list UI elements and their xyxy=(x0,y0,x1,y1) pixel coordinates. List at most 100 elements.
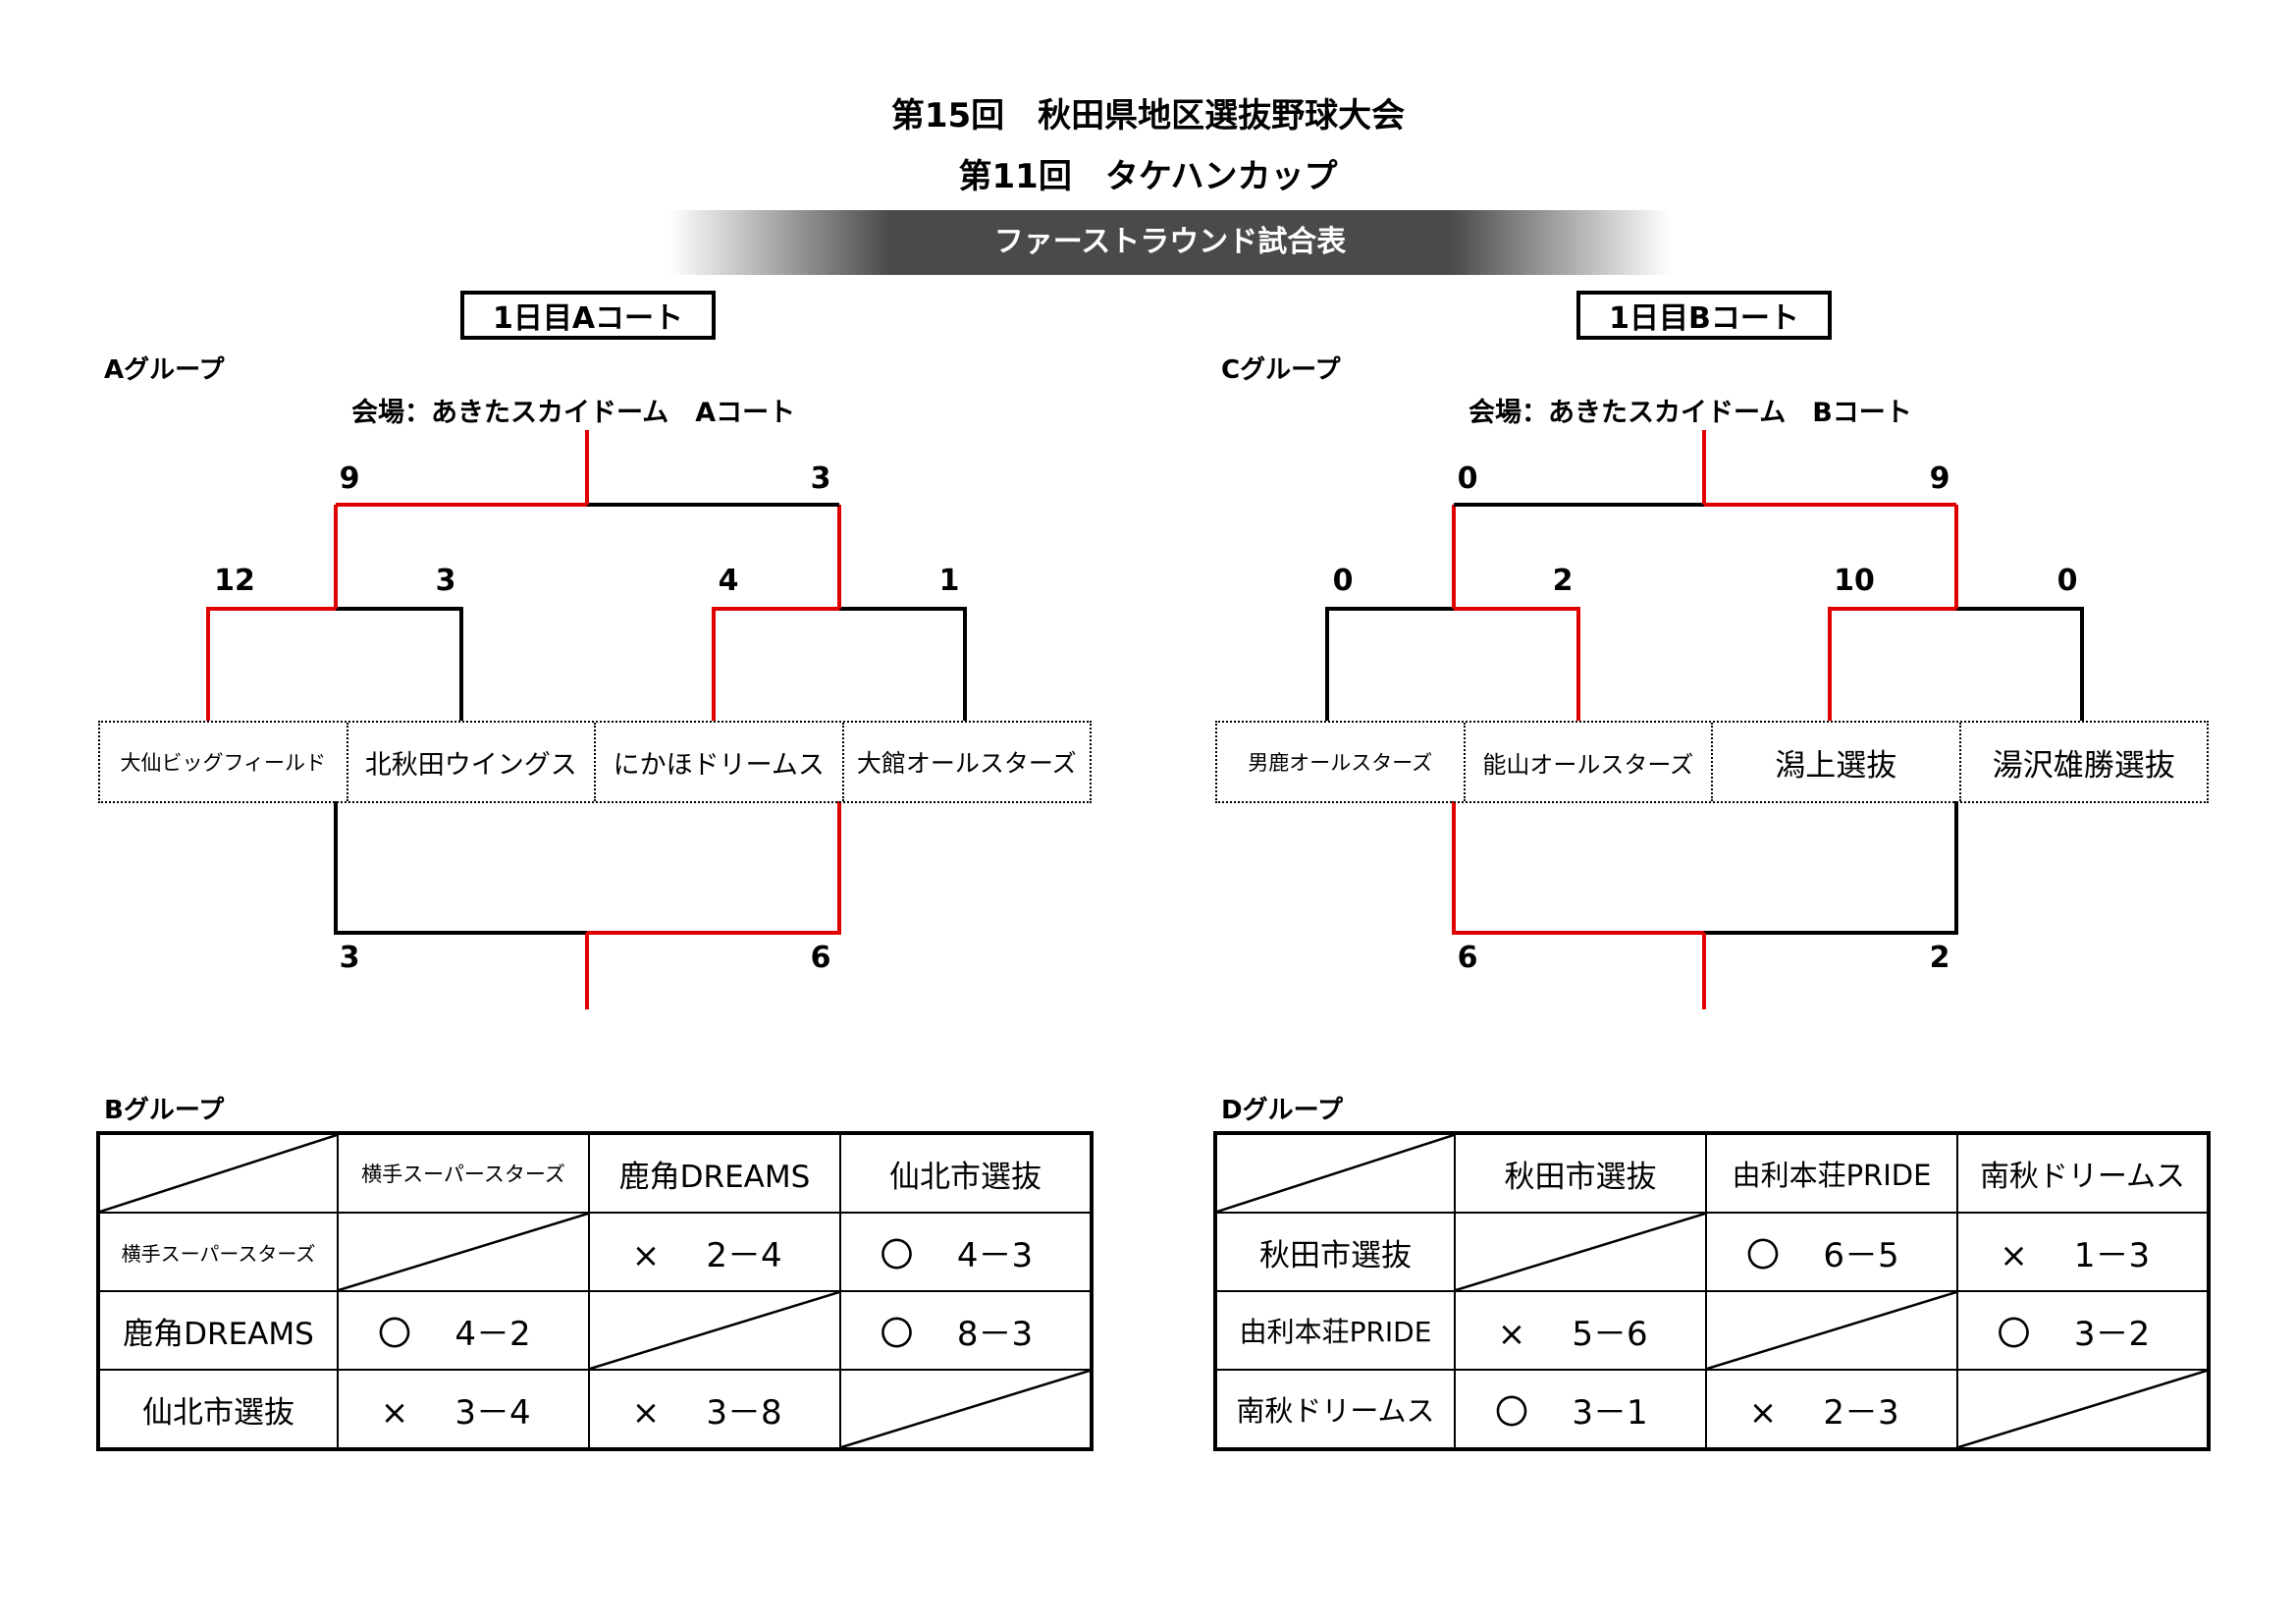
result-score: 2－4 xyxy=(706,1235,782,1275)
court-a-label: 1日目Aコート xyxy=(460,291,716,340)
group-c-bottom-score-left: 6 xyxy=(1457,941,1478,975)
result-score: 3－2 xyxy=(2073,1314,2151,1354)
result-score: 2－3 xyxy=(1823,1392,1899,1433)
group-d-row-header-1: 秋田市選抜 xyxy=(1214,1212,1456,1292)
tournament-title: 第15回 秋田県地区選抜野球大会 xyxy=(890,96,1406,135)
group-d-self-cell xyxy=(1705,1290,1958,1371)
group-a-team-3: にかほドリームス xyxy=(596,723,844,801)
group-c-label: Cグループ xyxy=(1221,355,1341,385)
result-mark: × xyxy=(631,1235,661,1275)
result-mark: × xyxy=(1497,1314,1526,1354)
group-a-top-bracket xyxy=(206,430,967,721)
group-a-label: Aグループ xyxy=(104,355,225,385)
result-mark: 〇 xyxy=(378,1314,411,1354)
result-score: 4－2 xyxy=(454,1314,531,1354)
group-d-result-cell: 〇 3－2 xyxy=(1956,1290,2210,1371)
group-b-corner xyxy=(97,1132,339,1214)
group-a-score-team2: 3 xyxy=(435,564,456,598)
group-c-team-row: 男鹿オールスターズ 能山オールスターズ 潟上選抜 湯沢雄勝選抜 xyxy=(1215,721,2209,803)
result-mark: 〇 xyxy=(880,1314,914,1354)
group-b-result-cell: 〇 4－3 xyxy=(839,1212,1093,1292)
result-mark: × xyxy=(1748,1392,1778,1433)
group-a-bottom-bracket xyxy=(334,801,841,1009)
group-d-col-header-1: 秋田市選抜 xyxy=(1454,1132,1707,1214)
result-score: 3－4 xyxy=(454,1392,531,1433)
group-d-result-cell: 〇 6－5 xyxy=(1705,1212,1958,1292)
group-c-team-3: 潟上選抜 xyxy=(1713,723,1961,801)
group-a-score-team4: 1 xyxy=(938,564,960,598)
result-score: 6－5 xyxy=(1823,1235,1899,1275)
group-d-row-header-3: 南秋ドリームス xyxy=(1214,1369,1456,1450)
group-c-bottom-score-right: 2 xyxy=(1929,941,1950,975)
group-b-result-cell: × 3－8 xyxy=(588,1369,841,1450)
group-b-self-cell xyxy=(588,1290,841,1371)
group-d-row-header-2: 由利本荘PRIDE xyxy=(1214,1290,1456,1371)
group-a-score-team1: 12 xyxy=(214,564,255,598)
court-b-label: 1日目Bコート xyxy=(1576,291,1832,340)
group-b-self-cell xyxy=(839,1369,1093,1450)
result-score: 3－1 xyxy=(1572,1392,1648,1433)
result-score: 8－3 xyxy=(956,1314,1034,1354)
group-d-col-header-2: 由利本荘PRIDE xyxy=(1705,1132,1958,1214)
result-mark: 〇 xyxy=(1997,1314,2031,1354)
group-d-corner xyxy=(1214,1132,1456,1214)
result-mark: 〇 xyxy=(1495,1392,1528,1433)
group-c-score-team4: 0 xyxy=(2056,564,2078,598)
group-a-semi-score-right: 3 xyxy=(810,461,831,496)
group-d-self-cell xyxy=(1956,1369,2210,1450)
group-d-col-header-3: 南秋ドリームス xyxy=(1956,1132,2210,1214)
round-banner: ファーストラウンド試合表 xyxy=(669,210,1671,275)
group-c-semi-score-right: 9 xyxy=(1929,461,1950,496)
group-b-self-cell xyxy=(337,1212,590,1292)
result-mark: 〇 xyxy=(1746,1235,1780,1275)
group-b-col-header-3: 仙北市選抜 xyxy=(839,1132,1093,1214)
group-d-result-cell: 〇 3－1 xyxy=(1454,1369,1707,1450)
group-d-result-cell: × 1－3 xyxy=(1956,1212,2210,1292)
group-c-team-1: 男鹿オールスターズ xyxy=(1217,723,1466,801)
group-a-bottom-score-left: 3 xyxy=(339,941,360,975)
group-b-result-cell: × 3－4 xyxy=(337,1369,590,1450)
result-score: 3－8 xyxy=(706,1392,782,1433)
group-a-team-1: 大仙ビッグフィールド xyxy=(100,723,348,801)
group-b-col-header-2: 鹿角DREAMS xyxy=(588,1132,841,1214)
group-a-score-team3: 4 xyxy=(718,564,739,598)
result-mark: × xyxy=(2000,1235,2028,1275)
group-b-result-cell: × 2－4 xyxy=(588,1212,841,1292)
group-c-score-team1: 0 xyxy=(1332,564,1354,598)
group-a-venue: 会場：あきたスカイドーム Aコート xyxy=(351,398,796,428)
group-c-score-team2: 2 xyxy=(1552,564,1574,598)
group-b-col-header-1: 横手スーパースターズ xyxy=(337,1132,590,1214)
group-b-row-header-2: 鹿角DREAMS xyxy=(97,1290,339,1371)
result-mark: × xyxy=(380,1392,409,1433)
group-a-team-row: 大仙ビッグフィールド 北秋田ウイングス にかほドリームス 大館オールスターズ xyxy=(98,721,1092,803)
group-b-result-cell: 〇 8－3 xyxy=(839,1290,1093,1371)
group-a-team-4: 大館オールスターズ xyxy=(856,749,1077,778)
group-d-result-cell: × 2－3 xyxy=(1705,1369,1958,1450)
result-mark: 〇 xyxy=(880,1235,914,1275)
group-b-row-header-1: 横手スーパースターズ xyxy=(97,1212,339,1292)
group-c-team-4: 湯沢雄勝選抜 xyxy=(1992,747,2175,784)
group-d-label: Dグループ xyxy=(1221,1096,1344,1125)
group-b-result-cell: 〇 4－2 xyxy=(337,1290,590,1371)
result-score: 4－3 xyxy=(956,1235,1034,1275)
group-d-self-cell xyxy=(1454,1212,1707,1292)
group-c-team-2: 能山オールスターズ xyxy=(1466,723,1713,801)
group-b-table: 横手スーパースターズ 鹿角DREAMS 仙北市選抜 横手スーパースターズ × 2－… xyxy=(96,1131,1094,1451)
group-d-result-cell: × 5－6 xyxy=(1454,1290,1707,1371)
result-score: 1－3 xyxy=(2073,1235,2151,1275)
group-c-semi-score-left: 0 xyxy=(1457,461,1478,496)
group-c-bottom-bracket xyxy=(1452,801,1958,1009)
group-c-top-bracket xyxy=(1325,430,2084,721)
group-a-team-2: 北秋田ウイングス xyxy=(348,723,596,801)
group-c-score-team3: 10 xyxy=(1834,564,1875,598)
group-b-row-header-3: 仙北市選抜 xyxy=(97,1369,339,1450)
group-b-label: Bグループ xyxy=(104,1096,225,1125)
result-score: 5－6 xyxy=(1572,1314,1648,1354)
result-mark: × xyxy=(631,1392,661,1433)
cup-title: 第11回 タケハンカップ xyxy=(958,157,1338,196)
group-c-venue: 会場：あきたスカイドーム Bコート xyxy=(1468,398,1912,428)
group-a-semi-score-left: 9 xyxy=(339,461,360,496)
group-a-bottom-score-right: 6 xyxy=(810,941,831,975)
